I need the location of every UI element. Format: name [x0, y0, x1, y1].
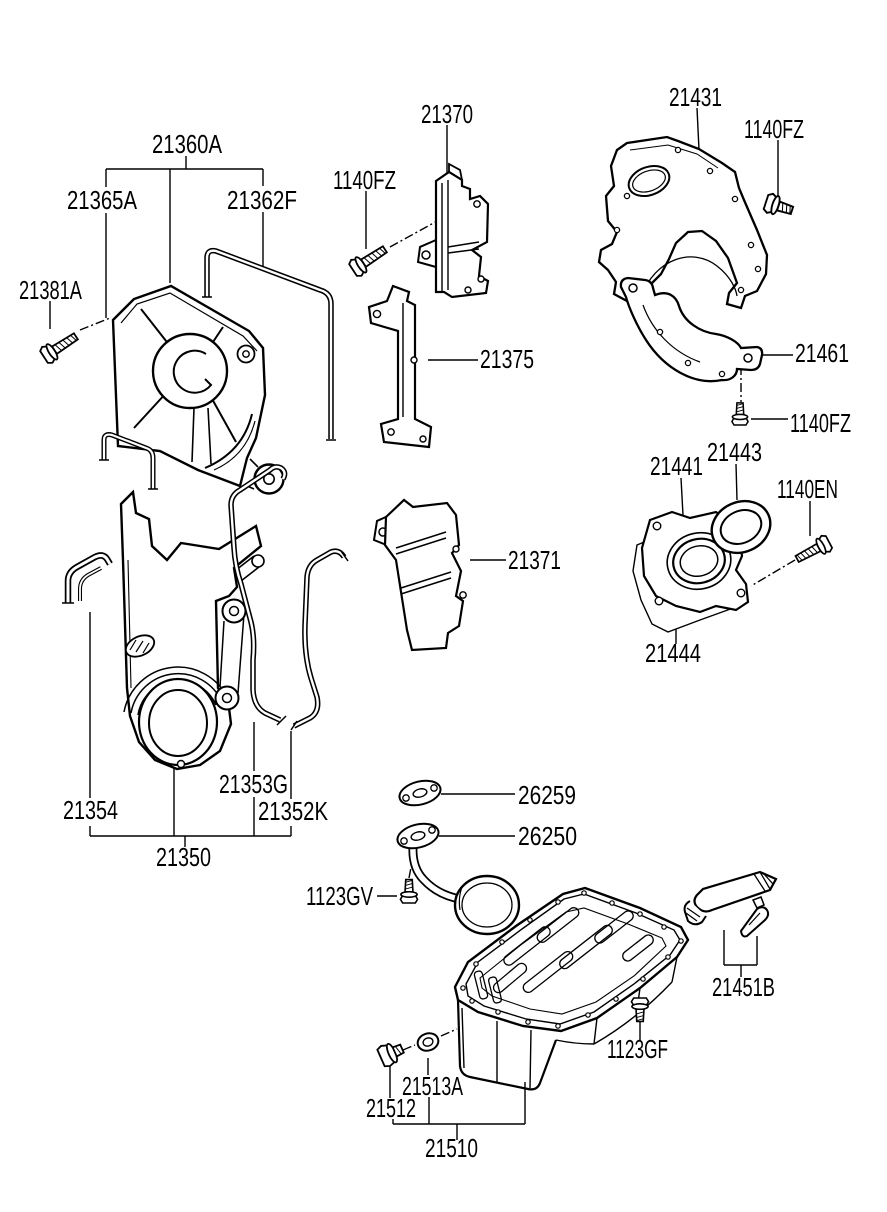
pickup-screen [453, 874, 521, 936]
upper-cover-gasket-drawing [99, 247, 336, 490]
part-label-1123GV: 1123GV [306, 881, 373, 911]
bracket-21360A [105, 156, 264, 318]
oil-pickup-drawing [396, 779, 521, 936]
bolt-21381A [37, 327, 82, 366]
part-label-1140EN: 1140EN [777, 474, 838, 504]
gasket-21353G-drawing [228, 464, 288, 726]
bolt-1123GV [399, 878, 419, 904]
part-label-21512: 21512 [366, 1093, 416, 1123]
part-label-21443: 21443 [707, 437, 762, 467]
part-label-21510: 21510 [425, 1133, 478, 1163]
lower-plate-21461-drawing [619, 276, 764, 383]
part-label-21354: 21354 [63, 795, 118, 825]
pickup-gasket-26259 [398, 779, 442, 807]
bolt-1140FZ-topright [761, 191, 796, 221]
part-label-21444: 21444 [645, 638, 701, 668]
leader-21441 [680, 477, 684, 516]
pan-stiffening-ribs [492, 907, 654, 994]
part-label-1140FZ-mid: 1140FZ [333, 165, 396, 195]
part-label-21461: 21461 [795, 338, 849, 368]
part-label-21371: 21371 [508, 545, 561, 575]
part-label-21375: 21375 [480, 344, 534, 374]
bracket-21371-drawing [372, 498, 467, 652]
part-label-21352K: 21352K [258, 796, 329, 826]
part-label-21451B: 21451B [712, 972, 775, 1002]
pan-rim-bolt-holes [460, 890, 684, 1029]
drain-plug-21512 [376, 1042, 405, 1068]
part-label-1140FZ-topright: 1140FZ [744, 114, 804, 144]
fasteners [37, 191, 835, 1068]
part-label-21431: 21431 [669, 82, 722, 112]
plug-gasket-21513A [416, 1032, 440, 1052]
part-label-21513A: 21513A [402, 1071, 463, 1101]
dash-21381A [79, 317, 111, 331]
part-label-21381A: 21381A [19, 275, 82, 305]
dash-1140EN [750, 559, 796, 587]
bracket-21451B [723, 930, 758, 977]
bracket-21350 [89, 612, 292, 847]
leader-21431 [696, 107, 700, 151]
bolt-1123GF [630, 997, 650, 1023]
oil-pan-drawing [453, 886, 690, 1091]
part-label-26259: 26259 [518, 780, 576, 810]
part-label-21350: 21350 [156, 842, 211, 872]
part-label-21353G: 21353G [219, 769, 288, 799]
part-labels: 21360A 21365A 21362F 21381A 1140FZ 21370… [19, 82, 851, 1163]
bracket-21375-drawing [367, 284, 433, 449]
part-label-21370: 21370 [421, 99, 473, 129]
part-label-21441: 21441 [650, 451, 703, 481]
bolt-1140FZ-mid [346, 240, 391, 279]
part-label-1123GF: 1123GF [607, 1034, 668, 1064]
gasket-21352K-drawing [290, 548, 349, 731]
lower-timing-cover-drawing [119, 489, 265, 771]
upper-timing-cover-drawing [111, 284, 285, 495]
leader-21443 [735, 463, 738, 501]
end-plate-21431-drawing [597, 135, 769, 310]
access-cover-21354-drawing [62, 552, 113, 604]
sealant-tube-21451B-drawing [683, 870, 778, 938]
part-label-26250: 26250 [518, 821, 577, 851]
part-label-21360A: 21360A [152, 129, 223, 159]
bolt-1140FZ-right [731, 402, 749, 426]
oil-seal-21443-drawing [710, 499, 772, 555]
part-label-1140FZ-right: 1140FZ [790, 408, 851, 438]
bracket-21510 [389, 1058, 526, 1140]
bracket-21370-drawing [416, 162, 490, 299]
dash-21512 [402, 1028, 458, 1051]
pickup-flange-26250 [396, 822, 440, 850]
bolt-1140EN [792, 533, 835, 568]
part-label-21365A: 21365A [67, 185, 138, 215]
part-label-21362F: 21362F [227, 185, 297, 215]
